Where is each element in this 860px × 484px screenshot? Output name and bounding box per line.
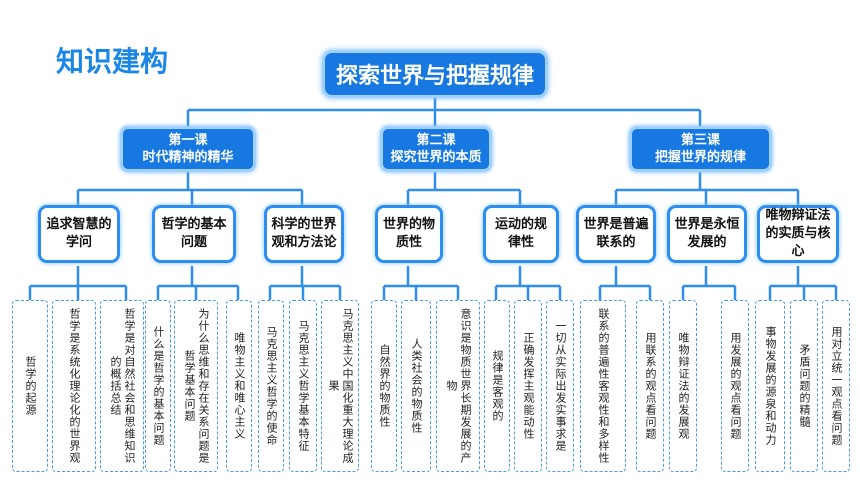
lesson-2-title: 探究世界的本质 [390, 150, 482, 165]
lesson-3-number: 第三课 [680, 133, 720, 148]
leaf-node: 用发展的观点看问题 [721, 300, 749, 472]
lesson-1-title: 时代精神的精华 [142, 150, 234, 165]
leaf-node: 用联系的观点看问题 [636, 300, 664, 472]
leaf-node: 为什么思维和存在关系问题是哲学基本问题 [174, 300, 218, 472]
leaf-node: 马克思主义哲学基本特征 [289, 300, 317, 472]
leaf-node: 唯物辩证法的发展观 [669, 300, 697, 472]
leaf-node: 意识是物质世界长期发展的产物 [436, 300, 480, 472]
topic-node: 追求智慧的学问 [38, 205, 120, 263]
leaf-node: 规律是客观的 [484, 300, 510, 472]
topic-node: 唯物辩证法的实质与核心 [757, 205, 839, 263]
leaf-node: 什么是哲学的基本问题 [145, 300, 171, 472]
lesson-3-node: 第三课 把握世界的规律 [629, 126, 772, 172]
lesson-1-number: 第一课 [168, 133, 208, 148]
topic-node: 世界的物质性 [375, 205, 443, 263]
lesson-2-number: 第二课 [416, 133, 456, 148]
topic-node: 世界是普遍联系的 [576, 205, 656, 263]
lesson-3-title: 把握世界的规律 [654, 150, 746, 165]
leaf-node: 一切从实际出发实事求是 [546, 300, 574, 472]
leaf-node: 用对立统一观点看问题 [822, 300, 850, 472]
topic-node: 科学的世界观和方法论 [264, 205, 344, 263]
topic-node: 哲学的基本问题 [152, 205, 236, 263]
leaf-node: 马克思主义哲学的使命 [258, 300, 284, 472]
topic-node: 运动的规律性 [483, 205, 559, 263]
leaf-node: 人类社会的物质性 [401, 300, 431, 472]
leaf-node: 自然界的物质性 [371, 300, 397, 472]
leaf-node: 哲学是对自然社会和思维知识的概括总结 [100, 300, 144, 472]
lesson-1-node: 第一课 时代精神的精华 [120, 126, 256, 172]
leaf-node: 哲学的起源 [12, 300, 48, 472]
lesson-2-node: 第二课 探究世界的本质 [380, 126, 492, 172]
page-title: 知识建构 [56, 45, 169, 78]
topic-node: 世界是永恒发展的 [667, 205, 747, 263]
leaf-node: 正确发挥主观能动性 [514, 300, 542, 472]
leaf-node: 马克思主义中国化重大理论成果 [321, 300, 359, 472]
leaf-node: 矛盾问题的精髓 [790, 300, 818, 472]
leaf-node: 联系的普遍性客观性和多样性 [580, 300, 626, 472]
leaf-node: 哲学是系统化理论化的世界观 [52, 300, 96, 472]
leaf-node: 唯物主义和唯心主义 [226, 300, 252, 472]
leaf-node: 事物发展的源泉和动力 [755, 300, 785, 472]
root-node: 探索世界与把握规律 [322, 50, 548, 98]
